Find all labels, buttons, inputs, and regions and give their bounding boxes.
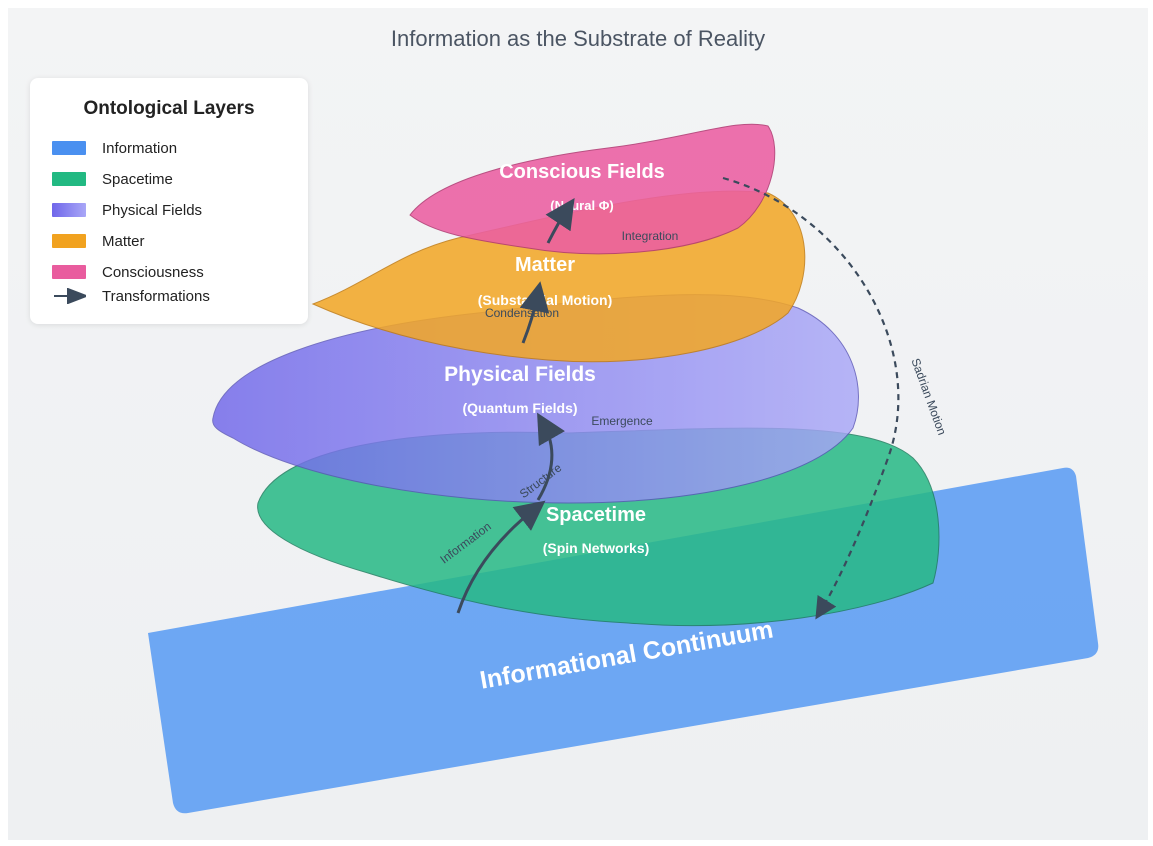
sadrian-motion-edge-label: Sadrian Motion (908, 356, 949, 437)
legend-label: Transformations (102, 287, 210, 305)
page-title: Information as the Substrate of Reality (390, 26, 766, 51)
condensation-arrow (519, 281, 550, 344)
integration-arrow (545, 198, 575, 244)
legend-label: Information (102, 139, 178, 157)
conscious-subtitle: (Neural Φ) (550, 198, 613, 213)
legend-label: Spacetime (102, 170, 173, 188)
legend: Ontological Layers Information Spacetime… (30, 78, 308, 324)
diagram-canvas: Informational Continuum Spacetime (Spin … (8, 8, 1148, 840)
conscious-blob (409, 123, 776, 255)
spacetime-swatch (52, 172, 86, 186)
conscious-layer: Conscious Fields (Neural Φ) (409, 123, 776, 255)
integration-edge-label: Integration (622, 229, 679, 243)
arrow-icon (54, 288, 86, 304)
legend-item-spacetime: Spacetime (52, 169, 173, 189)
emergence-edge-label: Emergence (591, 414, 653, 428)
spacetime-subtitle: (Spin Networks) (543, 540, 650, 556)
diagram-svg: Informational Continuum Spacetime (Spin … (148, 123, 1099, 814)
legend-label: Consciousness (102, 263, 204, 281)
structure-arrow (536, 412, 565, 501)
information-arrow (456, 500, 546, 614)
physical-fields-swatch (52, 203, 86, 217)
sadrian-motion-arrow (722, 176, 900, 620)
spacetime-title: Spacetime (546, 504, 646, 526)
physical-fields-subtitle: (Quantum Fields) (462, 400, 577, 416)
legend-item-physical-fields: Physical Fields (52, 200, 202, 220)
legend-title: Ontological Layers (83, 98, 255, 119)
legend-item-transformations: Transformations (52, 286, 210, 306)
transformations (456, 176, 900, 620)
physical-fields-title: Physical Fields (444, 363, 596, 386)
matter-swatch (52, 234, 86, 248)
information-swatch (52, 141, 86, 155)
legend-item-matter: Matter (52, 231, 145, 251)
legend-label: Matter (102, 232, 145, 250)
legend-item-consciousness: Consciousness (52, 262, 204, 282)
matter-title: Matter (515, 254, 575, 276)
legend-label: Physical Fields (102, 201, 203, 219)
conscious-title: Conscious Fields (499, 161, 665, 183)
legend-item-information: Information (52, 138, 177, 158)
consciousness-swatch (52, 265, 86, 279)
condensation-edge-label: Condensation (485, 306, 559, 320)
